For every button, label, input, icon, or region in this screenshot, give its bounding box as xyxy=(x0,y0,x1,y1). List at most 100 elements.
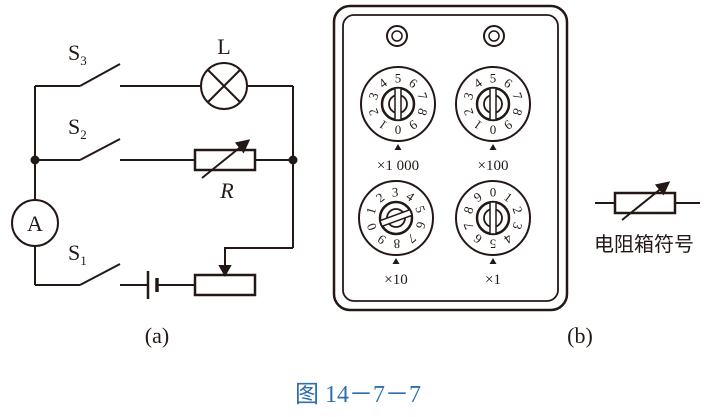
dial-digit: 4 xyxy=(404,188,418,204)
dial-digit: 0 xyxy=(395,123,402,138)
dial-face xyxy=(358,180,434,256)
rheostat-slider-wire xyxy=(224,247,293,269)
s2-label: S2 xyxy=(68,114,87,142)
symbol-rect xyxy=(613,191,677,215)
dial-digit: 8 xyxy=(415,107,431,118)
dial-digit: 9 xyxy=(406,117,420,133)
dial-digit: 1 xyxy=(501,189,515,205)
dial-digit: 3 xyxy=(460,91,476,102)
dial-digit: 1 xyxy=(471,117,485,133)
multiplier-x100: ×100 xyxy=(478,158,509,174)
dial-digit: 3 xyxy=(365,91,381,102)
junction-right xyxy=(288,155,298,165)
box-outer-frame xyxy=(332,4,569,312)
switch-s1-blade xyxy=(79,263,121,286)
dial-digit: 5 xyxy=(490,71,497,86)
figure-caption: 图 14－7－7 xyxy=(295,382,421,408)
panel-b-label: (b) xyxy=(567,323,593,348)
dial-digit: 4 xyxy=(376,75,390,91)
dial-index-marker xyxy=(489,258,497,264)
dial-digit: 1 xyxy=(363,206,379,216)
dial-digit: 3 xyxy=(510,221,526,232)
dial-digit: 0 xyxy=(363,221,379,232)
dial-digit: 9 xyxy=(375,232,389,248)
resistance-box-symbol xyxy=(595,181,700,221)
dial-knob-grip xyxy=(394,87,402,121)
dial-face xyxy=(455,180,531,256)
dial-digit: 1 xyxy=(376,117,390,133)
dial-digit: 7 xyxy=(415,91,431,102)
lamp-l xyxy=(200,62,248,110)
dial-digit: 6 xyxy=(406,75,420,91)
terminal-right-inner xyxy=(488,30,500,42)
dial-knob xyxy=(378,200,414,236)
dial-knob-grip xyxy=(378,208,414,228)
switch-s3-blade xyxy=(79,63,121,87)
dial-digit: 0 xyxy=(490,123,497,138)
dial-digit: 4 xyxy=(471,75,485,91)
dial-index-marker xyxy=(392,258,400,264)
dial-digit: 2 xyxy=(510,205,526,216)
dial-digit: 2 xyxy=(373,190,387,206)
box-inner-frame xyxy=(342,14,559,302)
resistance-box-arrow xyxy=(201,139,251,179)
circuit-diagram xyxy=(11,62,298,299)
dial-digit: 5 xyxy=(395,71,402,86)
dial-knob-grip xyxy=(489,201,497,235)
symbol-legend-text: 电阻箱符号 xyxy=(594,232,694,256)
s3-label: S3 xyxy=(68,40,87,68)
ammeter-circle xyxy=(11,199,59,247)
dial-digit: 4 xyxy=(501,231,515,247)
ammeter-label: A xyxy=(27,211,43,236)
symbol-arrow xyxy=(621,181,671,221)
dial-digit: 6 xyxy=(501,75,515,91)
dial-digit: 3 xyxy=(392,184,399,199)
dial-index-marker xyxy=(489,144,497,150)
dial-digit: 9 xyxy=(501,117,515,133)
dial-digit: 2 xyxy=(460,107,476,118)
dial-face xyxy=(360,66,436,142)
dial-digit: 9 xyxy=(471,189,485,205)
dial-digit: 5 xyxy=(490,237,497,252)
dial-digit: 5 xyxy=(412,203,428,214)
resistance-box-r xyxy=(193,139,257,179)
dial-digit: 8 xyxy=(393,236,400,251)
dial-multiplier-labels: ×1 000 ×100 ×10 ×1 xyxy=(377,158,509,288)
rheostat xyxy=(193,247,293,297)
terminal-left xyxy=(386,25,408,47)
resistance-box-label: R xyxy=(219,178,234,203)
dial-digit: 6 xyxy=(413,220,429,231)
panel-a-label: (a) xyxy=(145,323,169,348)
multiplier-x1: ×1 xyxy=(485,272,501,288)
battery xyxy=(146,271,159,299)
dial-digit: 7 xyxy=(460,220,476,231)
multiplier-x1000: ×1 000 xyxy=(377,158,419,174)
ammeter xyxy=(11,199,59,247)
rheostat-rect xyxy=(193,273,257,297)
dial-digit: 8 xyxy=(460,205,476,216)
lamp-cross-2 xyxy=(207,69,241,103)
dial-digit: 7 xyxy=(510,91,526,102)
dial-index-marker xyxy=(394,144,402,150)
dial-face xyxy=(455,66,531,142)
lamp-label: L xyxy=(217,34,230,59)
dial-knob-grip xyxy=(489,87,497,121)
dial-digit: 8 xyxy=(510,107,526,118)
circuit-labels: S3 S2 S1 L A R (a) xyxy=(27,34,234,348)
terminal-right-outer xyxy=(483,25,505,47)
dial-digit: 7 xyxy=(404,231,419,247)
s1-label: S1 xyxy=(68,240,87,268)
terminal-right xyxy=(483,25,505,47)
dial-digit: 0 xyxy=(490,185,497,200)
dial-digit: 6 xyxy=(470,231,484,247)
multiplier-x10: ×10 xyxy=(384,272,407,288)
terminal-left-inner xyxy=(391,30,403,42)
switch-s2-blade xyxy=(79,138,121,161)
terminal-left-outer xyxy=(386,25,408,47)
